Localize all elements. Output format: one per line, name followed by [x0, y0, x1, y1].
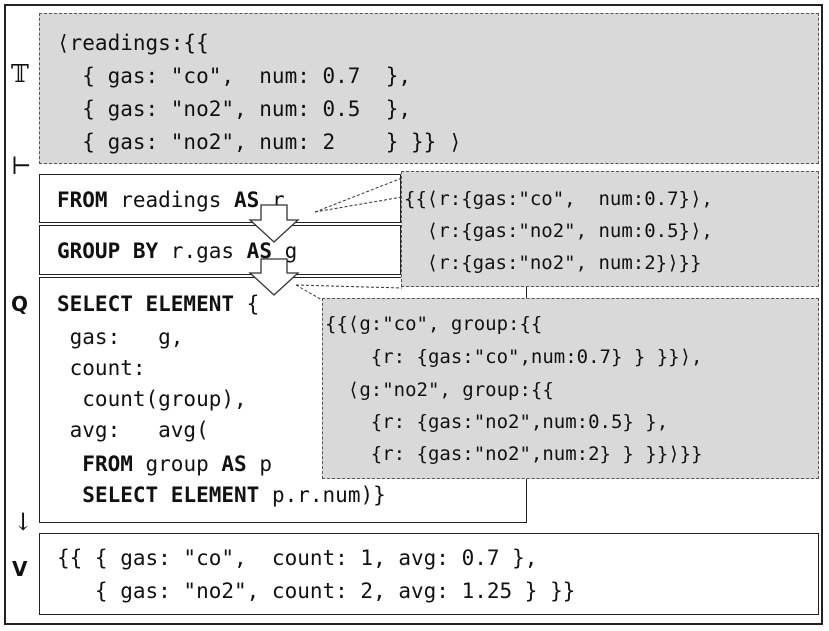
callout-line: ⟨r:{gas:"no2", num:0.5}⟩,: [404, 220, 713, 242]
type-env-label: 𝕋: [11, 60, 29, 88]
select-body-line: avg: avg(: [57, 418, 209, 442]
select-element-keyword: SELECT ELEMENT: [57, 292, 235, 316]
from-bindings-callout: {{⟨r:{gas:"co", num:0.7}⟩, ⟨r:{gas:"no2"…: [401, 171, 819, 287]
as-keyword: AS: [234, 188, 260, 212]
output-value-box: {{ { gas: "co", count: 1, avg: 0.7 }, { …: [39, 533, 819, 615]
inner-select-clause: SELECT ELEMENT p.r.num)}: [57, 481, 386, 510]
callout-line: {r: {gas:"no2",num:0.5} },: [325, 411, 669, 433]
input-line: ⟨readings:{{: [57, 31, 209, 55]
callout-line: {{⟨r:{gas:"co", num:0.7}⟩,: [404, 188, 713, 210]
group-by-expression: r.gas: [158, 239, 247, 263]
inner-from-keyword: FROM: [82, 452, 133, 476]
group-by-clause: GROUP BY r.gas AS g: [57, 237, 297, 266]
from-source: readings: [107, 188, 235, 212]
inner-select-expression: p.r.num)}: [259, 483, 386, 507]
group-bindings-callout: {{⟨g:"co", group:{{ {r: {gas:"co",num:0.…: [322, 298, 819, 479]
down-arrow-symbol: ↓: [13, 508, 34, 536]
value-label: V: [12, 557, 28, 581]
flow-arrow-group-to-select: [248, 258, 300, 296]
from-callout-connector: [314, 177, 403, 213]
select-clause-head: SELECT ELEMENT {: [57, 290, 259, 319]
inner-select-keyword: SELECT ELEMENT: [82, 483, 260, 507]
select-body-line: gas: g,: [57, 325, 184, 349]
group-variable: g: [271, 239, 298, 263]
input-line: { gas: "no2", num: 0.5 },: [57, 97, 412, 121]
select-body-line: count:: [57, 356, 146, 380]
callout-line: {{⟨g:"co", group:{{: [325, 313, 543, 335]
diagram-frame: [4, 4, 823, 625]
turnstile-symbol: ⊢: [11, 152, 32, 180]
group-by-clause-box: GROUP BY r.gas AS g: [39, 225, 401, 275]
callout-line: ⟨g:"no2", group:{{: [325, 379, 554, 401]
inner-from-clause: FROM group AS p: [57, 450, 272, 479]
input-environment-box: ⟨readings:{{ { gas: "co", num: 0.7 }, { …: [39, 13, 819, 164]
inner-from-source: group: [132, 452, 222, 476]
inner-variable: p: [246, 452, 272, 476]
output-line: {{ { gas: "co", count: 1, avg: 0.7 },: [57, 546, 538, 570]
flow-arrow-from-to-group: [248, 204, 300, 243]
input-line: { gas: "co", num: 0.7 },: [57, 64, 412, 88]
group-by-keyword: GROUP BY: [57, 239, 159, 263]
callout-line: {r: {gas:"no2",num:2} } }}⟩}}: [325, 443, 703, 465]
from-keyword: FROM: [57, 188, 108, 212]
callout-line: {r: {gas:"co",num:0.7} } }}⟩,: [325, 346, 703, 368]
output-line: { gas: "no2", count: 2, avg: 1.25 } }}: [57, 579, 576, 603]
query-label: Q: [11, 292, 29, 316]
from-callout-connector: [314, 196, 403, 213]
group-callout-connector: [295, 284, 323, 301]
select-body-line: count(group),: [57, 387, 247, 411]
callout-line: ⟨r:{gas:"no2", num:2}⟩}}: [404, 252, 702, 274]
inner-as-keyword: AS: [221, 452, 247, 476]
group-callout-connector: [295, 284, 403, 289]
select-brace: {: [234, 292, 260, 316]
input-line: { gas: "no2", num: 2 } }} ⟩: [57, 130, 462, 154]
